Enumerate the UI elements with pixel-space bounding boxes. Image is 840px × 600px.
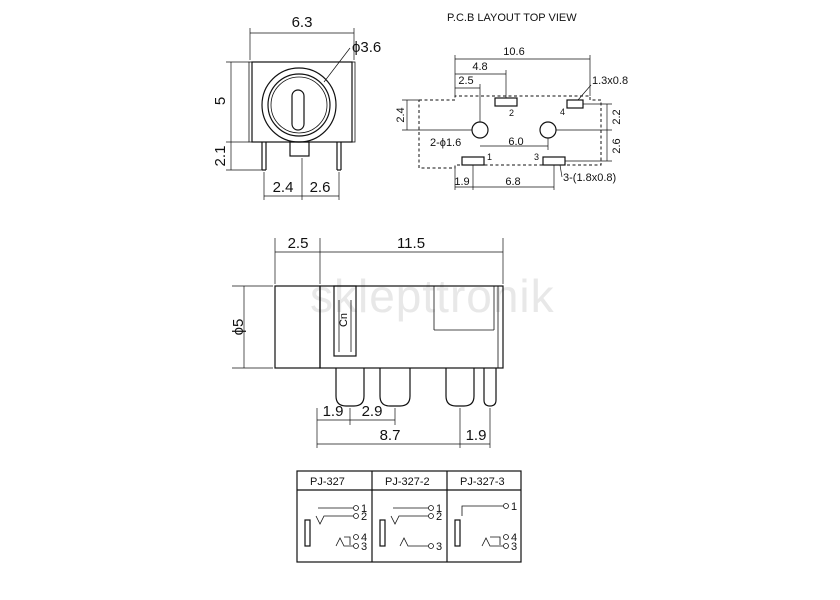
pin-label: 1 <box>511 501 517 513</box>
pcb-dim-1-9: 1.9 <box>454 176 469 188</box>
pin-label: 2 <box>361 511 367 523</box>
pin-label: 2 <box>436 511 442 523</box>
pin-label: 3 <box>361 541 367 553</box>
front-width-label: 6.3 <box>292 14 313 31</box>
side-dim-1-9-b: 1.9 <box>466 427 487 444</box>
schematic-frame <box>296 470 522 563</box>
pcb-hole-left <box>471 121 489 139</box>
pcb-pad-2-num: 2 <box>509 108 514 118</box>
side-dim-8-7: 8.7 <box>380 427 401 444</box>
side-dim-1-9-a: 1.9 <box>323 403 344 420</box>
side-dim-2-5: 2.5 <box>288 235 309 252</box>
pcb-hole-right <box>539 121 557 139</box>
pcb-total-width: 10.6 <box>503 46 524 58</box>
svg-text:Cn: Cn <box>338 313 350 327</box>
pcb-pad-1 <box>461 156 485 166</box>
front-socket-ring <box>267 73 331 137</box>
pcb-pad-size: 1.3x0.8 <box>592 75 628 87</box>
pcb-hole-label: 2-ϕ1.6 <box>430 137 461 149</box>
pin-label: 4 <box>511 532 517 544</box>
pcb-outline <box>418 95 602 169</box>
pin-label: 1 <box>361 503 367 515</box>
pin-label: 1 <box>436 503 442 515</box>
side-dim-2-9: 2.9 <box>362 403 383 420</box>
pcb-dim-2-5: 2.5 <box>458 75 473 87</box>
side-dim-11-5: 11.5 <box>397 235 425 252</box>
pcb-dim-2-2: 2.2 <box>611 109 623 124</box>
front-socket-inner <box>270 76 328 134</box>
model-name-1: PJ-327 <box>310 476 345 488</box>
pin-label: 4 <box>361 532 367 544</box>
pcb-dim-2-6: 2.6 <box>611 138 623 153</box>
pcb-title: P.C.B LAYOUT TOP VIEW <box>447 12 577 24</box>
schematic-pj-327-2: 1 2 3 <box>379 503 442 553</box>
pcb-hole-spacing: 6.0 <box>508 136 523 148</box>
side-body <box>319 285 504 369</box>
pcb-pad-4-num: 4 <box>560 107 565 117</box>
side-contact <box>333 285 357 357</box>
pcb-pad-2 <box>494 97 518 107</box>
model-name-3: PJ-327-3 <box>460 476 505 488</box>
pin-label: 3 <box>511 541 517 553</box>
front-pin-height-label: 2.1 <box>212 146 229 167</box>
side-pin-4 <box>483 368 497 407</box>
pcb-pad-3-num: 3 <box>534 152 539 162</box>
pcb-pad-size-3: 3-(1.8x0.8) <box>563 172 616 184</box>
pcb-dim-6-8: 6.8 <box>505 176 520 188</box>
side-view: sklepttronik Cn 2.5 11.5 ϕ5 <box>230 235 554 448</box>
front-view: 6.3 ϕ3.6 5 2.1 2.4 2.6 <box>212 14 381 200</box>
side-pin-3 <box>445 368 475 407</box>
side-pin-1 <box>335 368 365 407</box>
side-pin-2 <box>379 368 411 407</box>
pcb-layout: P.C.B LAYOUT TOP VIEW 2 4 1 3 10.6 4.8 2… <box>395 12 628 190</box>
front-socket-outer <box>261 67 337 143</box>
front-pin-left-label: 2.4 <box>273 179 294 196</box>
front-slot <box>291 89 305 131</box>
model-name-2: PJ-327-2 <box>385 476 430 488</box>
side-diameter-label: ϕ5 <box>230 319 247 336</box>
front-pin-right-label: 2.6 <box>310 179 331 196</box>
pcb-dim-2-4: 2.4 <box>395 107 407 122</box>
schematic-pj-327: 1 2 4 3 <box>304 503 367 553</box>
pcb-pad-4 <box>566 99 584 109</box>
pcb-pad-1-num: 1 <box>487 152 492 162</box>
front-diameter-label: ϕ3.6 <box>352 39 381 56</box>
pin-label: 3 <box>436 541 442 553</box>
schematic-table: PJ-327 PJ-327-2 PJ-327-3 1 2 4 3 <box>296 470 522 563</box>
front-center-tab <box>289 141 310 157</box>
pcb-pad-3 <box>542 156 566 166</box>
schematic-pj-327-3: 1 4 3 <box>454 501 517 553</box>
pcb-dim-4-8: 4.8 <box>472 61 487 73</box>
front-height-label: 5 <box>212 97 229 105</box>
